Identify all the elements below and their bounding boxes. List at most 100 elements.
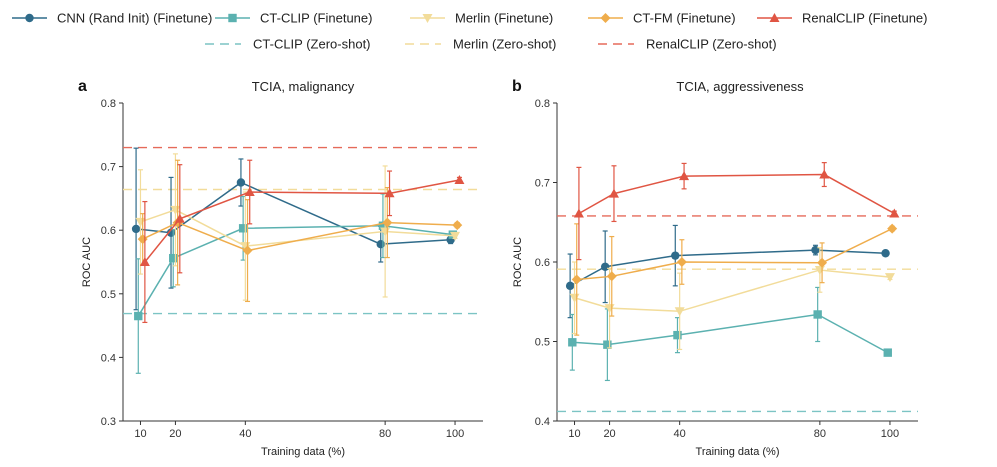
data-point: [242, 245, 253, 256]
x-tick-label: 80: [814, 428, 826, 440]
x-tick-label: 100: [881, 428, 899, 440]
series-renalclip-finetune: [139, 159, 465, 324]
data-point: [600, 262, 610, 271]
legend-label: Merlin (Finetune): [455, 11, 553, 26]
x-tick-label: 40: [239, 428, 251, 440]
y-axis-label: ROC AUC: [81, 237, 93, 287]
x-axis-label: Training data (%): [696, 446, 780, 458]
x-tick-label: 10: [134, 428, 146, 440]
x-tick-label: 40: [674, 428, 686, 440]
data-point: [384, 188, 395, 198]
legend-label: CT-CLIP (Finetune): [260, 11, 372, 26]
legend-marker: [25, 13, 34, 23]
data-point: [450, 231, 461, 241]
legend-marker: [600, 13, 611, 23]
series-line: [572, 313, 889, 354]
y-tick-label: 0.3: [101, 416, 116, 428]
x-tick-label: 10: [568, 428, 580, 440]
data-point: [819, 169, 830, 179]
data-point: [174, 213, 185, 223]
legend-item-ct-fm-finetune: CT-FM (Finetune): [588, 11, 736, 26]
x-tick-label: 20: [169, 428, 181, 440]
data-point: [134, 311, 143, 321]
y-tick-label: 0.8: [535, 98, 550, 110]
data-point: [454, 174, 465, 184]
legend-item-ct-clip-zero-shot: CT-CLIP (Zero-shot): [205, 37, 371, 52]
x-tick-label: 100: [446, 428, 464, 440]
data-point: [137, 234, 148, 245]
series-line: [574, 269, 891, 313]
data-point: [671, 251, 680, 260]
y-axis-label: ROC AUC: [512, 237, 524, 287]
data-point: [244, 187, 255, 197]
legend: CNN (Rand Init) (Finetune) CT-CLIP (Finet…: [12, 11, 928, 52]
data-point: [568, 338, 577, 347]
panel-label: a: [78, 78, 87, 95]
legend-item-renalclip-finetune: RenalCLIP (Finetune): [757, 11, 928, 26]
data-point: [139, 257, 150, 266]
x-tick-label: 20: [603, 428, 615, 440]
legend-label: CT-CLIP (Zero-shot): [253, 37, 371, 52]
data-point: [238, 224, 248, 233]
legend-marker: [422, 14, 433, 23]
data-point: [131, 224, 141, 234]
legend-label: RenalCLIP (Finetune): [802, 11, 928, 26]
data-point: [236, 178, 246, 187]
data-point: [889, 208, 900, 218]
y-tick-label: 0.5: [535, 337, 550, 349]
y-tick-label: 0.7: [535, 178, 550, 190]
panel-label: b: [512, 78, 522, 95]
y-tick-label: 0.4: [535, 416, 550, 428]
legend-item-renalclip-zero-shot: RenalCLIP (Zero-shot): [598, 37, 777, 52]
data-point: [676, 257, 687, 267]
y-tick-label: 0.4: [101, 352, 116, 364]
legend-marker: [228, 13, 237, 23]
series-ct-fm-finetune: [571, 223, 898, 336]
data-point: [813, 310, 822, 319]
data-point: [817, 257, 828, 268]
data-point: [573, 208, 584, 218]
legend-label: Merlin (Zero-shot): [453, 37, 556, 52]
y-tick-label: 0.6: [535, 257, 550, 269]
data-point: [606, 271, 617, 282]
data-point: [887, 223, 898, 234]
data-point: [883, 348, 892, 357]
legend-label: CT-FM (Finetune): [633, 11, 736, 26]
data-point: [452, 220, 463, 231]
data-point: [565, 281, 575, 291]
data-point: [378, 221, 388, 230]
data-point: [603, 340, 612, 349]
data-point: [673, 330, 682, 340]
y-tick-label: 0.7: [101, 162, 116, 174]
legend-item-ct-clip-finetune: CT-CLIP (Finetune): [215, 11, 372, 26]
legend-item-cnn-rand-init-finetune: CNN (Rand Init) (Finetune): [12, 11, 212, 26]
series-merlin-finetune: [569, 247, 895, 351]
y-tick-label: 0.8: [101, 98, 116, 110]
legend-item-merlin-finetune: Merlin (Finetune): [410, 11, 553, 26]
legend-label: CNN (Rand Init) (Finetune): [57, 11, 212, 26]
data-point: [382, 217, 393, 228]
data-point: [674, 307, 685, 317]
panel-title: TCIA, malignancy: [252, 79, 355, 94]
data-point: [376, 239, 385, 249]
series-ct-clip-finetune: [568, 286, 892, 382]
series-renalclip-finetune: [573, 162, 900, 261]
x-tick-label: 80: [379, 428, 391, 440]
series-line: [578, 173, 895, 215]
panel-title: TCIA, aggressiveness: [676, 79, 804, 94]
legend-item-merlin-zero-shot: Merlin (Zero-shot): [405, 37, 556, 52]
legend-label: RenalCLIP (Zero-shot): [646, 37, 777, 52]
x-axis-label: Training data (%): [261, 446, 345, 458]
series-ct-clip-finetune: [134, 193, 458, 374]
series-ct-fm-finetune: [137, 159, 463, 303]
y-tick-label: 0.6: [101, 225, 116, 237]
series-cnn-rand-init-finetune: [565, 224, 890, 319]
data-point: [571, 274, 582, 285]
data-point: [881, 249, 890, 258]
panel-b: b TCIA, aggressiveness 0.4 0.5 0.6 0.7 0.8 10 20…: [512, 78, 918, 458]
data-point: [608, 188, 619, 198]
series-line: [137, 224, 453, 317]
legend-marker: [769, 13, 780, 22]
